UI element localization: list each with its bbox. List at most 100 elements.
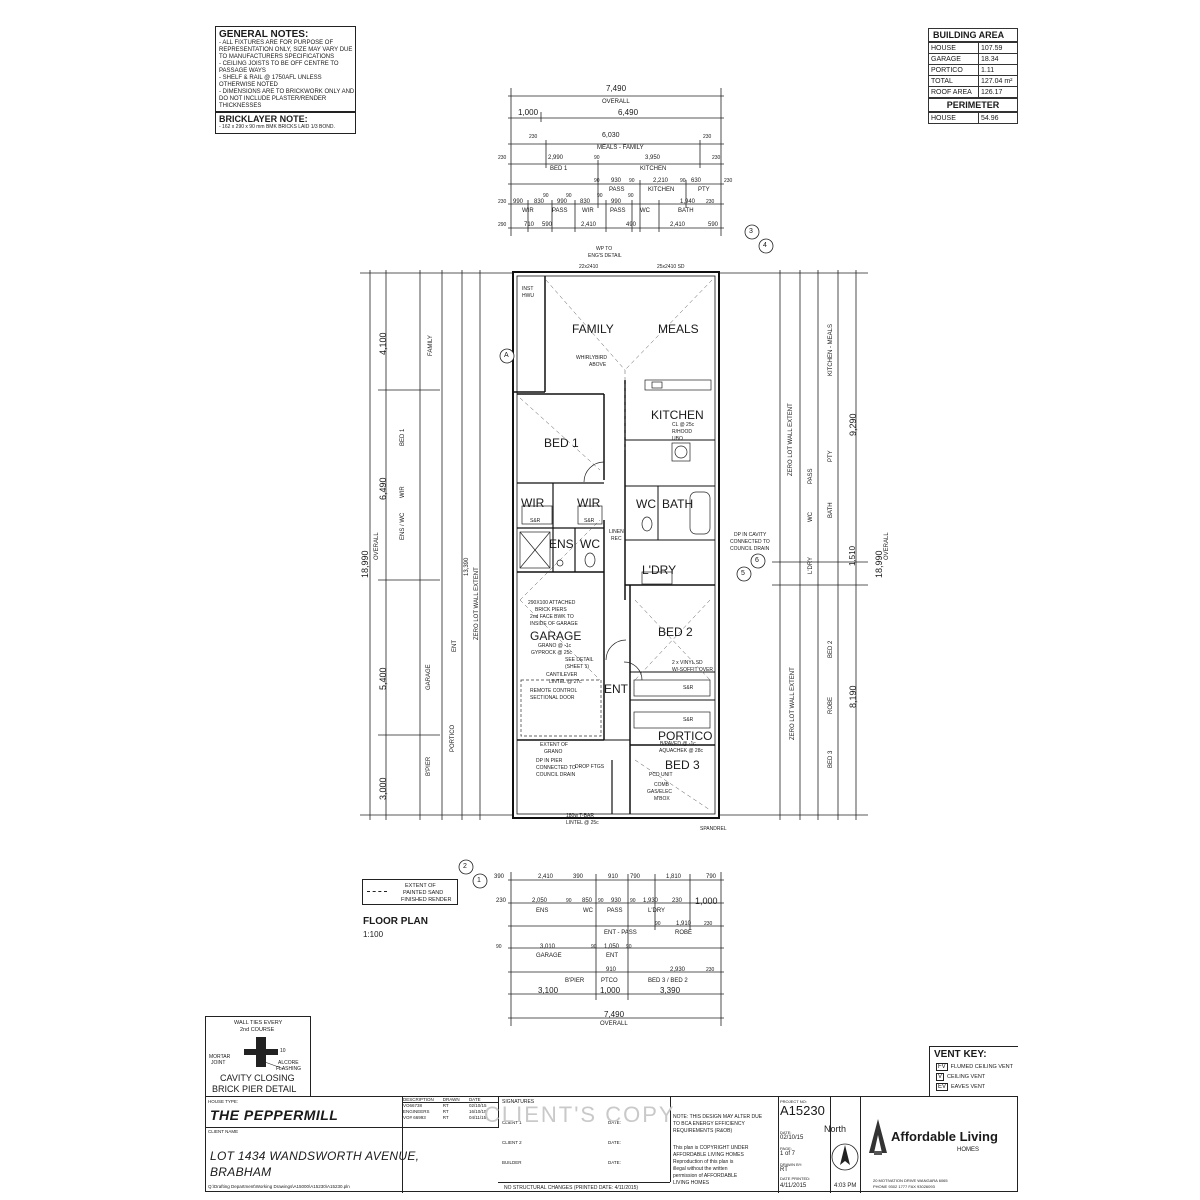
vent-key-code: V — [936, 1073, 945, 1081]
revision-header-cell: DATE — [468, 1097, 481, 1102]
dimension-text: 390 — [494, 874, 505, 880]
shelf-rail-label: S&R — [683, 685, 694, 691]
address-label: CLIENT NAME — [208, 1129, 239, 1134]
date2-label: DATE: — [608, 1140, 621, 1145]
dimension-text: 590 — [708, 222, 719, 228]
dimension-text: 90 — [655, 921, 661, 927]
dimension-text: 13,390 — [464, 557, 470, 576]
dimension-text: ZERO LOT WALL EXTENT — [474, 567, 480, 640]
drawn-value: RT — [780, 1167, 788, 1173]
dimension-text: 390 — [573, 874, 584, 880]
room-bed1: BED 1 — [544, 436, 579, 450]
annotation-comb1: COMB — [654, 782, 669, 788]
annotation-see-detail: SEE DETAIL — [565, 657, 594, 663]
dimension-text: 230 — [704, 921, 713, 927]
dimension-text: 990 — [513, 199, 524, 205]
dimension-text: 6,490 — [618, 108, 639, 117]
dimension-text: 1,000 — [518, 108, 539, 117]
annotation-rec: REC — [611, 536, 622, 542]
dimension-text: 9,290 — [848, 413, 858, 436]
annotation-whirlybird: WHIRLYBIRD — [576, 355, 608, 361]
annotation-window-top2: 25x2410 SD — [657, 264, 685, 270]
dimension-text: 830 — [580, 199, 591, 205]
dimension-text: 230 — [706, 199, 715, 205]
room-bed3: BED 3 — [665, 758, 700, 772]
dimension-text: 5,400 — [378, 667, 388, 690]
legend-dash-icon — [367, 891, 387, 892]
annotation-inst-hwu2: HWU — [522, 293, 534, 299]
dimension-text: 230 — [496, 898, 507, 904]
shelf-rail-label: S&R — [530, 518, 541, 524]
dimension-text: 1,050 — [604, 944, 620, 950]
dimension-text: 90 — [680, 178, 686, 184]
dimension-text: 18,990 — [874, 550, 884, 578]
annotation-dp-pier2: CONNECTED TO — [536, 765, 576, 771]
dimension-text: 230 — [712, 155, 721, 161]
dimension-text: B'PIER — [426, 756, 432, 776]
annotation-remote2: SECTIONAL DOOR — [530, 695, 575, 701]
annotation-garage-gyprock: GYPROCK @ 25c — [531, 650, 572, 656]
room-ent: ENT — [604, 682, 628, 696]
annotation-kitchen-cl: CL @ 25c — [672, 422, 695, 428]
dimension-text: KITCHEN — [640, 166, 667, 172]
dimension-text: 230 — [672, 898, 683, 904]
annotation-cantilever: CANTILEVER — [546, 672, 578, 678]
dimension-text: BED 2 — [828, 640, 834, 658]
north-arrow-icon — [831, 1143, 859, 1171]
printed-value: 4/11/2015 — [780, 1183, 807, 1189]
dimension-text: 90 — [630, 898, 636, 904]
render-legend: EXTENT OF PAINTED SAND FINISHED RENDER — [362, 879, 458, 905]
room-kitchen: KITCHEN — [651, 408, 704, 422]
general-note-line: TO MANUFACTURERS SPECIFICATIONS — [219, 54, 335, 60]
drawn-label: DRAWN BY: — [780, 1162, 803, 1167]
dimension-text: 90 — [597, 193, 603, 199]
dimension-text: 910 — [608, 874, 619, 880]
annotation-face-bwk2: INSIDE OF GARAGE — [530, 621, 578, 627]
room-wir2: WIR — [577, 496, 601, 510]
detail-caption2: BRICK PIER DETAIL — [212, 1084, 297, 1094]
area-label: ROOF AREA — [928, 86, 979, 98]
dimension-text: 3,010 — [540, 944, 556, 950]
dimension-text: PORTICO — [450, 724, 456, 752]
general-note-line: - DIMENSIONS ARE TO BRICKWORK ONLY AND — [219, 89, 355, 95]
no-structural-changes: NO STRUCTURAL CHANGES (PRINTED DATE: 4/1… — [498, 1182, 670, 1194]
copyright-6: LIVING HOMES — [673, 1180, 710, 1186]
walls — [512, 271, 720, 819]
detail-caption1: CAVITY CLOSING — [220, 1073, 295, 1083]
dimension-text: GARAGE — [426, 664, 432, 690]
copyright-2: AFFORDABLE LIVING HOMES — [673, 1152, 744, 1158]
date-value: 02/10/15 — [780, 1135, 804, 1141]
general-note-line: - ALL FIXTURES ARE FOR PURPOSE OF — [219, 40, 334, 46]
dimension-text: BED 3 — [828, 750, 834, 768]
dimension-text: 7,490 — [606, 84, 627, 93]
annotation-comb2: GAS/ELEC — [647, 789, 673, 795]
annotation-face-bwk1: 2nd FACE BWK TO — [530, 614, 574, 620]
house-type: THE PEPPERMILL — [210, 1107, 339, 1123]
general-notes-title: GENERAL NOTES: — [219, 29, 309, 40]
vent-key-label: CEILING VENT — [947, 1074, 986, 1080]
legend-line1: EXTENT OF — [405, 883, 436, 889]
building-area-title: BUILDING AREA — [928, 28, 1018, 42]
dimension-text: 1,000 — [600, 986, 621, 995]
date1-label: DATE: — [608, 1120, 621, 1125]
dimension-text: 910 — [606, 967, 617, 973]
client2-label: CLIENT 2 — [502, 1140, 522, 1145]
pier-section-icon — [244, 1037, 285, 1070]
dimension-text: 2,210 — [653, 178, 669, 184]
dimension-text: 90 — [629, 178, 635, 184]
dimension-text: 7,490 — [604, 1010, 625, 1019]
date3-label: DATE: — [608, 1160, 621, 1165]
floor-plan-scale: 1:100 — [363, 930, 384, 939]
design-note-1: NOTE: THIS DESIGN MAY ALTER DUE — [673, 1114, 763, 1120]
annotation-drop-ftgs: DROP FTGS — [575, 764, 605, 770]
signatures-area: SIGNATURES CLIENT 1 DATE: CLIENT 2 DATE:… — [484, 1097, 674, 1182]
dimension-text: 630 — [691, 178, 702, 184]
company-logo-icon — [869, 1119, 887, 1155]
dimension-text: KITCHEN — [648, 187, 675, 193]
builder-label: BUILDER — [502, 1160, 522, 1165]
